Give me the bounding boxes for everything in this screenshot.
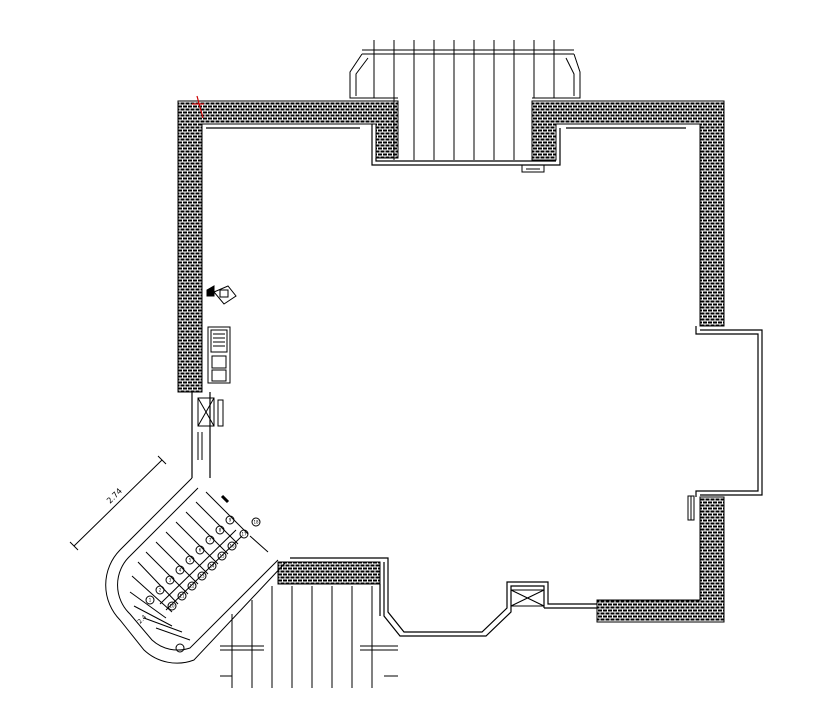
door-box-icon <box>510 589 545 607</box>
wall-top-right <box>531 100 725 327</box>
stair-step-number: 7 <box>209 538 212 543</box>
stair-step-number: 13 <box>199 574 205 579</box>
stair-step-number: 9 <box>229 518 232 523</box>
stair-step-number: 3 <box>169 578 172 583</box>
stair-step-number: 5 <box>189 558 192 563</box>
staircase <box>105 477 287 664</box>
corner-marker <box>192 95 204 119</box>
stair-step-number: 4 <box>179 568 182 573</box>
pergola-beams <box>373 40 555 160</box>
stair-step-number: 6 <box>199 548 202 553</box>
thin-walls <box>191 124 763 637</box>
stair-step-number: 11 <box>179 594 185 599</box>
fixtures <box>197 285 695 607</box>
sink-icon <box>206 285 237 305</box>
stair-step-number: 16 <box>229 544 235 549</box>
stair-label: 2.4 <box>136 614 148 626</box>
wall-bottom-middle <box>277 561 381 585</box>
top-pergola <box>349 40 581 173</box>
cabinet-icon <box>197 397 224 460</box>
window-right <box>687 495 695 521</box>
stair-step-number: 14 <box>209 564 215 569</box>
stair-step-number: 1 <box>149 598 152 603</box>
kitchen-sink-icon <box>207 326 231 384</box>
stair-step-number: 18 <box>253 520 259 525</box>
dimension-line <box>69 455 167 551</box>
stair-balusters <box>145 515 261 611</box>
stair-step-number: 8 <box>219 528 222 533</box>
wall-top-left <box>177 100 399 393</box>
stair-step-number: 10 <box>169 604 175 609</box>
stair-step-number: 12 <box>189 584 195 589</box>
stair-step-number: 15 <box>219 554 225 559</box>
bottom-pergola <box>220 586 398 688</box>
stair-step-number: 2 <box>159 588 162 593</box>
stair-step-number: 17 <box>241 532 247 537</box>
dimension-label: 2.74 <box>105 486 124 505</box>
masonry-walls <box>177 100 725 623</box>
wall-right-bottom <box>596 496 725 623</box>
stair-treads <box>129 491 269 641</box>
